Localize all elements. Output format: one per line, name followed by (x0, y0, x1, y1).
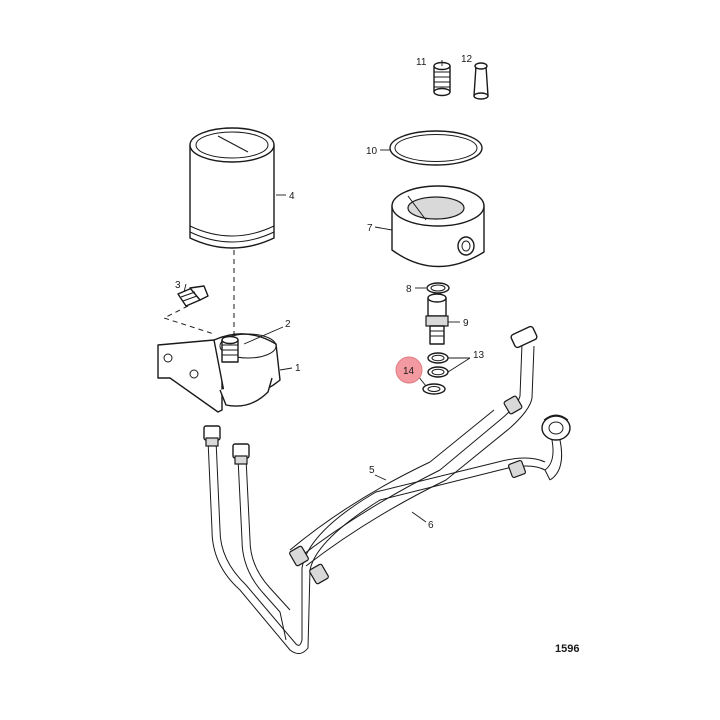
callout-5[interactable]: 5 (369, 465, 375, 476)
hose-elbow-fitting[interactable] (541, 414, 571, 481)
threaded-nipple[interactable] (221, 335, 239, 363)
leader-lines (183, 60, 471, 523)
retaining-ring[interactable] (422, 383, 446, 395)
callout-14-highlight (395, 356, 423, 384)
callout-11[interactable]: 11 (416, 57, 427, 68)
callout-14[interactable]: 14 (403, 366, 415, 377)
callout-7[interactable]: 7 (367, 223, 373, 234)
oil-hose-5[interactable] (203, 425, 551, 654)
small-o-ring[interactable] (426, 282, 450, 294)
large-o-ring[interactable] (389, 130, 483, 166)
filter-adapter-bracket[interactable] (157, 333, 281, 413)
figure-number: 1596 (555, 643, 579, 655)
o-rings-pair[interactable] (427, 352, 449, 378)
bolt-centerline (162, 305, 215, 335)
callout-12[interactable]: 12 (461, 54, 473, 65)
callout-13[interactable]: 13 (473, 350, 485, 361)
threaded-fitting[interactable] (433, 61, 451, 97)
callout-3[interactable]: 3 (175, 280, 181, 291)
oil-filter[interactable] (189, 127, 275, 249)
callout-9[interactable]: 9 (463, 318, 469, 329)
callout-2[interactable]: 2 (285, 319, 291, 330)
sleeve-pin[interactable] (473, 62, 489, 100)
adapter-fitting[interactable] (425, 293, 449, 345)
callout-1[interactable]: 1 (295, 363, 301, 374)
callout-6[interactable]: 6 (428, 520, 434, 531)
hose-crimp-sleeves (289, 395, 527, 585)
callout-4[interactable]: 4 (289, 191, 295, 202)
callout-8[interactable]: 8 (406, 284, 412, 295)
cooler-housing[interactable] (391, 185, 485, 268)
bolt[interactable] (177, 285, 209, 307)
callout-10[interactable]: 10 (366, 146, 378, 157)
callout-labels: 4 3 2 1 5 6 7 8 9 10 11 12 13 14 (175, 54, 485, 531)
